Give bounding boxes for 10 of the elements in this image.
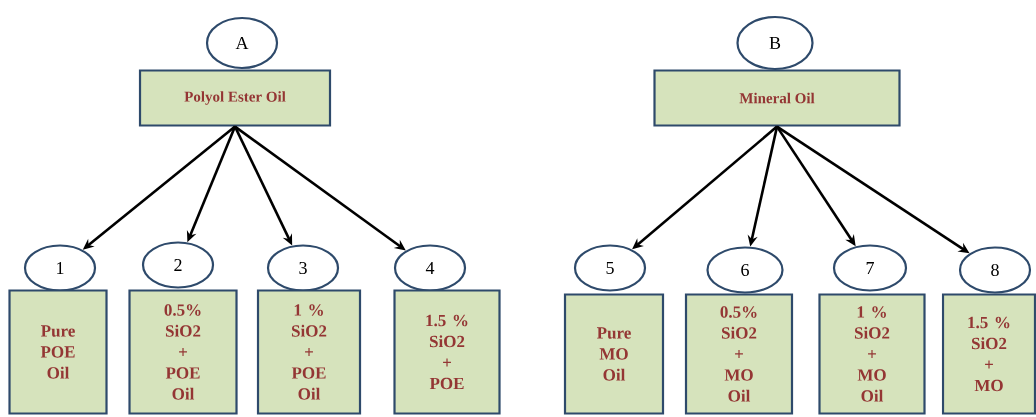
sample-box: Pure MO Oil xyxy=(563,293,665,415)
sample-box: 0.5% SiO2 + POE Oil xyxy=(128,289,238,415)
sample-box: 1 % SiO2 + POE Oil xyxy=(256,289,362,415)
sample-box: 1.5 % SiO2 + POE xyxy=(393,289,501,415)
sample-box: 1 % SiO2 + MO Oil xyxy=(818,293,926,415)
sample-box: 0.5% SiO2 + MO Oil xyxy=(684,293,794,415)
category-box: Polyol Ester Oil xyxy=(138,69,332,127)
sample-box: 1.5 % SiO2 + MO xyxy=(941,293,1036,415)
sample-box: Pure POE Oil xyxy=(8,289,108,415)
category-box: Mineral Oil xyxy=(653,69,901,127)
